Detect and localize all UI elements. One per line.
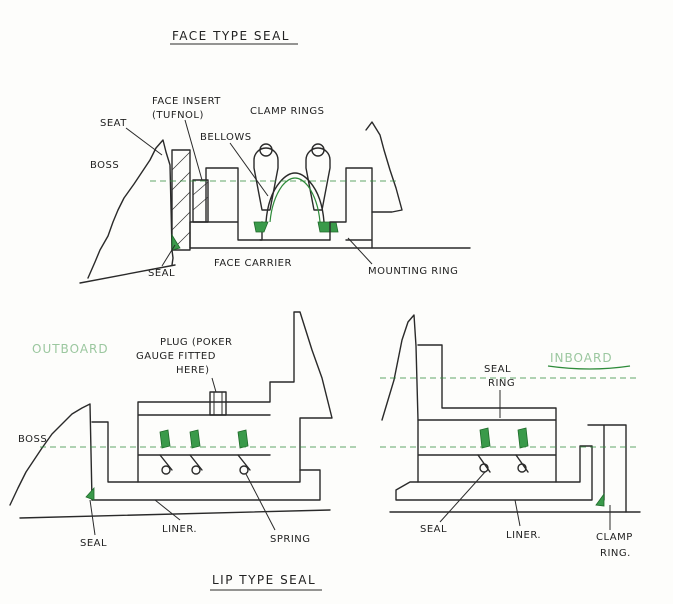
boss-outline-top: [87, 139, 174, 279]
face-carrier: [189, 167, 263, 249]
clamp-ring-label-line2: RING.: [600, 548, 631, 559]
boss-outline-outboard: [9, 403, 93, 506]
boss-label-top: BOSS: [90, 160, 119, 171]
plug-label-line3: HERE): [176, 365, 210, 376]
liner-label-outboard: LINER.: [162, 524, 197, 535]
outboard-housing: [137, 311, 333, 483]
liner-label-inboard: LINER.: [506, 530, 541, 541]
inboard-liner: [395, 445, 593, 501]
seal-label-inboard: SEAL: [420, 524, 447, 535]
inboard-lip-seals: [477, 427, 529, 473]
inboard-label: INBOARD: [550, 351, 613, 365]
face-insert-note: (TUFNOL): [152, 110, 204, 121]
mounting-ring: [329, 167, 373, 249]
inboard-clamp-ring: [587, 424, 627, 513]
inboard-lip-seal-figure: INBOARD SEAL RING SEAL LINER. CLAMP: [380, 314, 641, 559]
clamp-ring-label-line1: CLAMP: [596, 532, 633, 543]
face-type-seal-figure: FACE TYPE SEAL: [79, 29, 471, 284]
clamp-rings: [253, 143, 331, 211]
seal-label-outboard: SEAL: [80, 538, 107, 549]
bellows-label: BELLOWS: [200, 132, 252, 143]
outboard-label: OUTBOARD: [32, 342, 109, 356]
face-type-seal-title: FACE TYPE SEAL: [172, 29, 290, 43]
inboard-housing: [417, 344, 557, 483]
plug-label-line1: PLUG (POKER: [160, 337, 232, 348]
plug-label-line2: GAUGE FITTED: [136, 351, 216, 362]
boss-label-outboard: BOSS: [18, 434, 47, 445]
outboard-liner: [91, 421, 321, 501]
outboard-lip-seals: [159, 429, 251, 475]
face-insert-label: FACE INSERT: [152, 96, 221, 107]
seal-ring-label-line2: RING: [488, 378, 515, 389]
clamp-rings-label: CLAMP RINGS: [250, 106, 324, 117]
face-carrier-label: FACE CARRIER: [214, 258, 292, 269]
seal-ring-label-line1: SEAL: [484, 364, 511, 375]
spring-label: SPRING: [270, 534, 311, 545]
bellows: [269, 177, 321, 223]
lip-type-seal-title: LIP TYPE SEAL: [212, 573, 316, 587]
mounting-ring-label: MOUNTING RING: [368, 266, 458, 277]
outboard-lip-seal-figure: OUTBOARD BOSS PLUG (POKER GAUGE FITTED: [9, 311, 360, 549]
plug: [209, 391, 227, 416]
seat-label: SEAT: [100, 118, 127, 129]
seal-label-top: SEAL: [148, 268, 175, 279]
seat-block: [171, 149, 191, 251]
